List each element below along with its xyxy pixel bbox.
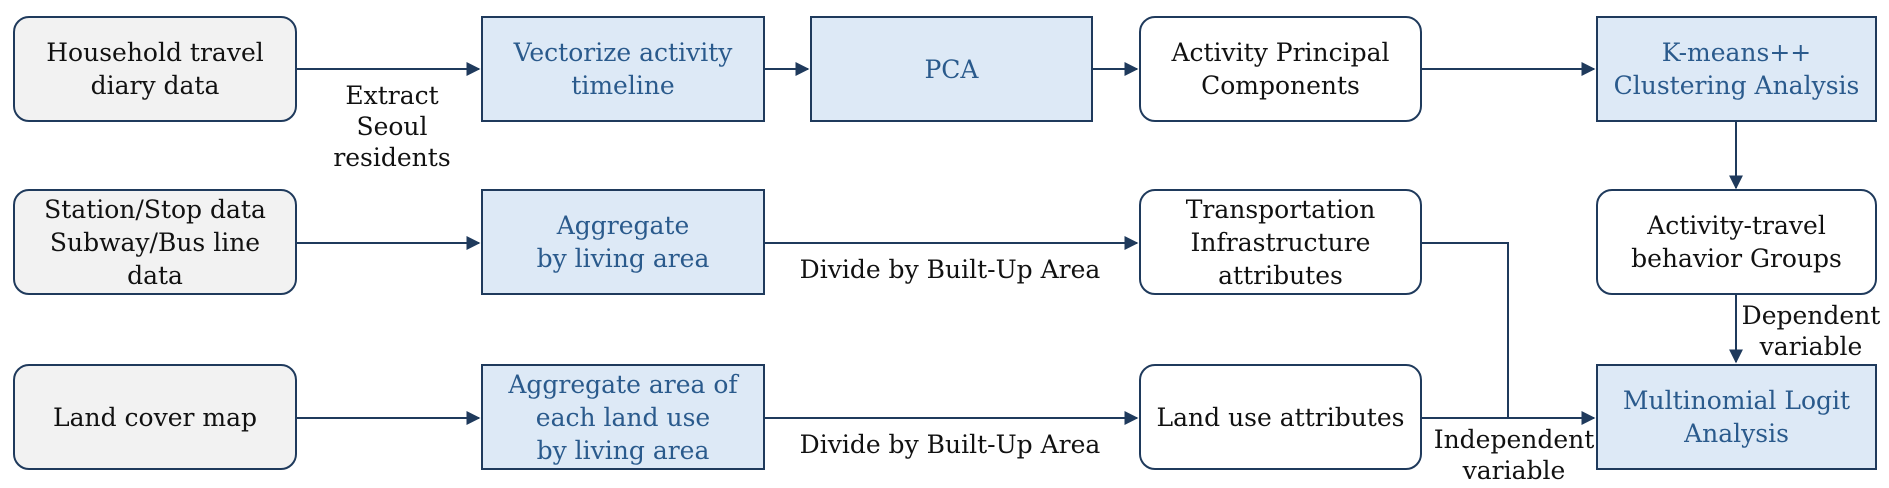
label-dependent-variable: Dependent variable bbox=[1741, 301, 1881, 361]
label-divide-built-up-area-1: Divide by Built-Up Area bbox=[799, 255, 1101, 284]
aggregate-land-use-area: Aggregate area of each land use by livin… bbox=[481, 364, 765, 470]
land-use-attributes: Land use attributes bbox=[1139, 364, 1422, 470]
label-divide-built-up-area-2: Divide by Built-Up Area bbox=[799, 430, 1101, 459]
label-extract-seoul-residents: Extract Seoul residents bbox=[333, 81, 451, 172]
pca: PCA bbox=[810, 16, 1093, 122]
transportation-infrastructure-attributes: Transportation Infrastructure attributes bbox=[1139, 189, 1422, 295]
connector-transport-to-mnl bbox=[1422, 242, 1509, 418]
activity-travel-behavior-groups: Activity-travel behavior Groups bbox=[1596, 189, 1877, 295]
station-stop-data: Station/Stop data Subway/Bus line data bbox=[13, 189, 297, 295]
kmeans-clustering-analysis: K-means++ Clustering Analysis bbox=[1596, 16, 1877, 122]
activity-principal-components: Activity Principal Components bbox=[1139, 16, 1422, 122]
land-cover-map: Land cover map bbox=[13, 364, 297, 470]
multinomial-logit-analysis: Multinomial Logit Analysis bbox=[1596, 364, 1877, 470]
household-travel-diary-data: Household travel diary data bbox=[13, 16, 297, 122]
label-independent-variable: Independent variable bbox=[1433, 425, 1595, 485]
aggregate-by-living-area: Aggregate by living area bbox=[481, 189, 765, 295]
vectorize-activity-timeline: Vectorize activity timeline bbox=[481, 16, 765, 122]
